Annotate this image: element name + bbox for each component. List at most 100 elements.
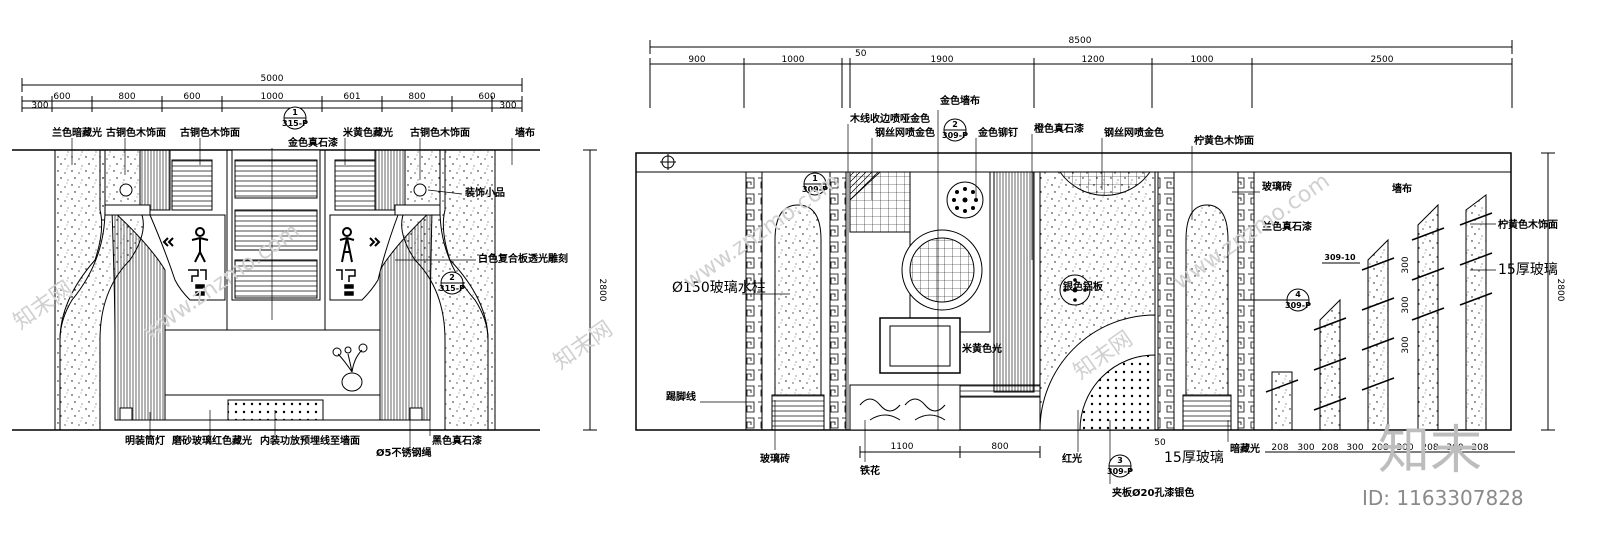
label-lemon-wood: 柠黄色木饰面 [1194, 134, 1254, 147]
male-symbol-icon [162, 227, 209, 263]
right-bottom-dim-3: 50 [1154, 438, 1166, 448]
left-height-dimension: 2800 [583, 149, 607, 431]
female-symbol-icon [339, 227, 381, 263]
bottom-small-3: 208 [1321, 443, 1338, 453]
label-decor-item: 装饰小品 [464, 186, 505, 199]
left-lamp-r [413, 183, 427, 197]
label-wire-mesh-gold-2: 钢丝网喷金色 [1104, 126, 1164, 139]
left-dim-2: 800 [118, 92, 135, 102]
left-dim-4: 1000 [261, 92, 284, 102]
arch-base-r [1182, 394, 1232, 431]
left-height-text: 2800 [597, 279, 607, 302]
top-semicircle-mesh [1059, 171, 1151, 196]
label-white-composite: 白色复合板透光雕刻 [478, 252, 568, 265]
label-glass-brick-top: 玻璃砖 [1262, 180, 1292, 193]
left-tag-2-num: 2 [449, 273, 455, 282]
right-small-dim: 50 [855, 49, 867, 59]
right-tag-2-ref: 309-P [942, 131, 968, 140]
label-ancient-copper-wood-1: 古铜色木饰面 [106, 126, 166, 139]
left-wood-top-l [139, 149, 171, 211]
left-capital-r [394, 204, 441, 216]
watermark-id: ID: 1163307828 [1362, 486, 1524, 510]
right-total-dim-text: 8500 [1069, 36, 1092, 46]
left-grille-l [171, 159, 213, 211]
label-glass-15: 15厚玻璃 [1498, 261, 1558, 278]
left-tag-2: 2 315-P [439, 271, 465, 295]
iron-flower-icon [859, 398, 946, 421]
right-dim-2: 1000 [782, 55, 805, 65]
left-wood-top-r [374, 149, 406, 211]
left-floor-lamp-l [119, 407, 133, 421]
glass-plank-3 [1367, 238, 1389, 431]
label-plywood: 夹板Ø20孔漆银色 [1112, 486, 1194, 499]
label-wall-cloth-right: 墙布 [1392, 182, 1412, 195]
watermark-brand-2: 知末网 [549, 317, 617, 375]
right-tag-5-ref: 309-10 [1324, 253, 1356, 262]
label-ancient-copper-wood-3: 古铜色木饰面 [410, 126, 470, 139]
label-beige-light: 米黄色光 [962, 342, 1002, 355]
greek-strip-2 [829, 171, 847, 431]
left-tag-2-ref: 315-P [439, 284, 465, 293]
label-wall-cloth-left: 墙布 [515, 126, 535, 139]
bottom-small-8: 300 [1446, 443, 1463, 453]
flower-vase-icon [332, 343, 368, 392]
right-top-dimensions: 900 1000 1900 1200 1000 2500 50 [649, 49, 1513, 108]
label-glass-brick: 玻璃砖 [760, 452, 790, 465]
greek-strip-4 [1237, 171, 1255, 431]
left-tag-1: 1 315-P [282, 106, 308, 130]
side-dim-3: 300 [1401, 336, 1411, 353]
right-tag-2: 2 309-P [942, 118, 968, 142]
label-wall-lamp: 明装筒灯 [125, 434, 165, 447]
right-bottom-dim-1: 1100 [891, 442, 914, 452]
label-beige-hidden-light: 米黄色藏光 [343, 126, 393, 139]
glass-plank-4 [1417, 203, 1439, 431]
label-glass-column: Ø150玻璃水柱 [672, 279, 766, 296]
watermark-logo: 知末 [1378, 421, 1482, 481]
left-edge-dim-1: 300 [31, 101, 48, 111]
right-dim-4: 1200 [1082, 55, 1105, 65]
rosette-dots-2 [1063, 278, 1087, 302]
label-lemon-wood-2: 柠黄色木饰面 [1498, 218, 1558, 231]
iron-flower-panel [849, 384, 961, 431]
label-orange-marble: 橙色真石漆 [1034, 122, 1084, 135]
right-tag-3-ref: 309-P [1107, 467, 1133, 476]
glass-plank-5 [1465, 194, 1487, 431]
label-iron-flower: 铁花 [860, 464, 880, 477]
left-center-shelf-2 [234, 209, 318, 251]
bottom-small-2: 300 [1297, 443, 1314, 453]
left-dim-3: 600 [183, 92, 200, 102]
left-tag-1-num: 1 [292, 108, 298, 117]
arch-base-l [771, 394, 825, 431]
left-tag-1-ref: 315-P [282, 119, 308, 128]
right-tag-4-num: 4 [1295, 290, 1301, 299]
label-ancient-copper-wood-2: 古铜色木饰面 [180, 126, 240, 139]
bottom-small-6: 300 [1396, 443, 1413, 453]
label-gold-wall-cloth: 金色墙布 [939, 94, 980, 107]
label-blue-hidden-light: 兰色暗藏光 [52, 126, 102, 139]
right-side-dimensions: 300 300 300 [1401, 256, 1411, 353]
bottom-small-4: 300 [1346, 443, 1363, 453]
label-skirting: 踢脚线 [666, 390, 696, 403]
label-gold-rivet: 金色铆钉 [977, 126, 1018, 139]
side-dim-1: 300 [1401, 256, 1411, 273]
label-frosted-glass: 磨砂玻璃红色藏光 [171, 434, 252, 447]
right-tag-1-num: 1 [812, 174, 818, 183]
right-height-dimension: 2800 [1541, 152, 1565, 431]
label-embedded-power: 内装功放预埋线至墙面 [260, 434, 360, 447]
label-blue-marble: 兰色真石漆 [1262, 220, 1312, 233]
left-total-dim-text: 5000 [261, 74, 284, 84]
quarter-disc-dotted [1079, 354, 1156, 431]
right-tag-1-ref: 309-P [802, 185, 828, 194]
right-dim-1: 900 [688, 55, 705, 65]
right-leader-lines [700, 110, 1496, 484]
label-black-marble: 黑色真石漆 [432, 434, 482, 447]
tv-screen [889, 325, 951, 367]
left-floor-lamp-r [409, 407, 423, 421]
glass-plank-1 [1271, 371, 1293, 431]
label-wood-edge: 木线收边喷哑金色 [849, 112, 930, 125]
left-lamp-l [119, 183, 133, 197]
right-tag-3: 3 309-P [1107, 454, 1133, 478]
label-red-light: 红光 [1062, 452, 1082, 465]
left-elevation: 5000 600 800 600 1000 601 800 600 300 30… [12, 74, 607, 459]
